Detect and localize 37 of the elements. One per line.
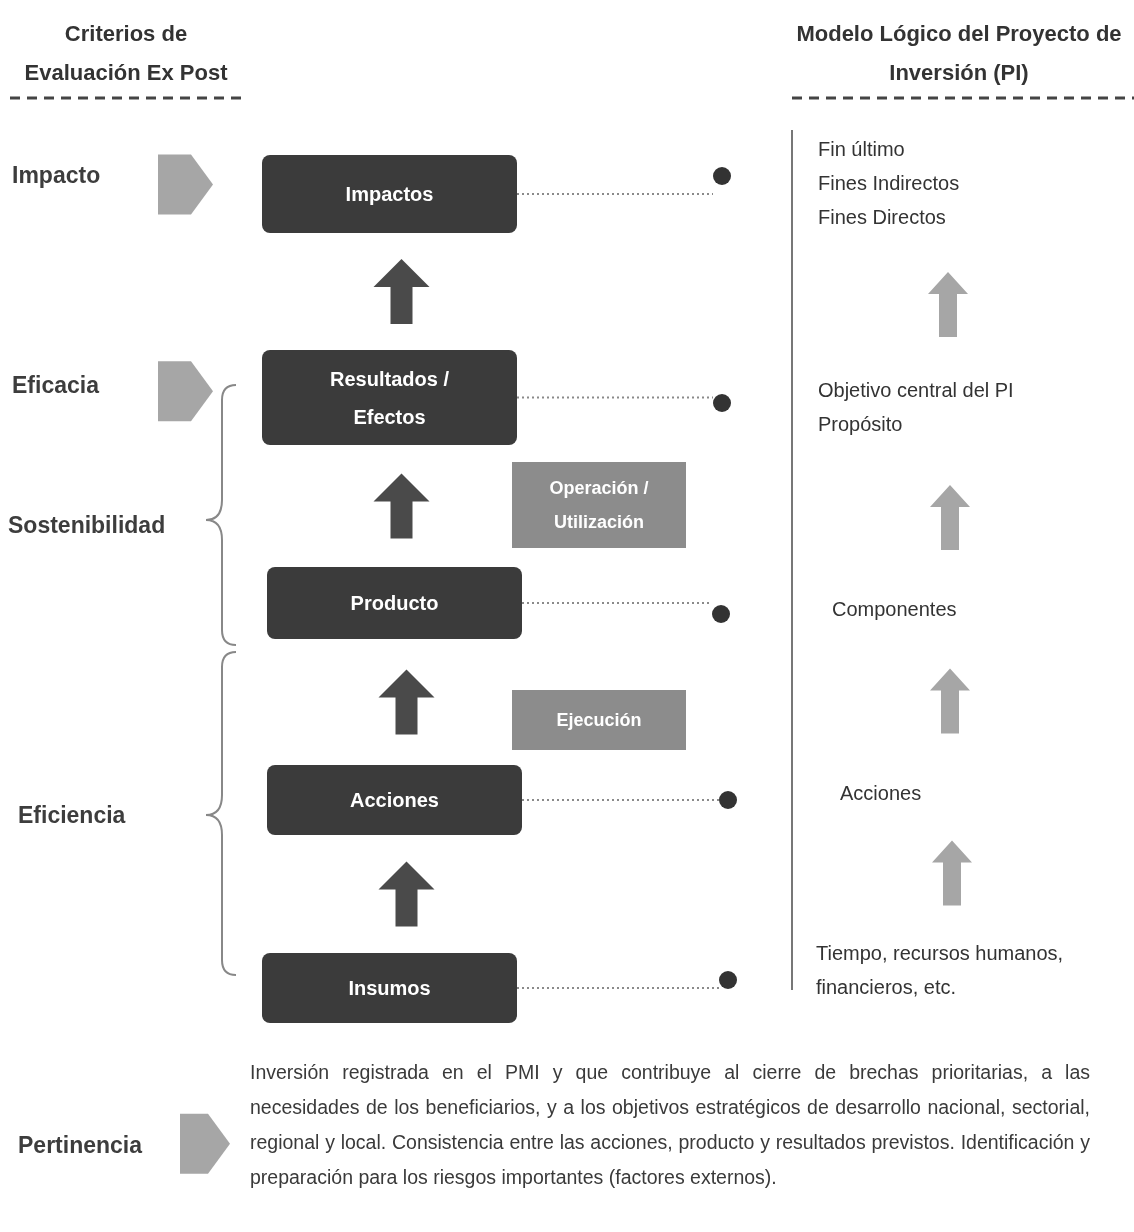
dotted-connector [516, 987, 720, 989]
logic-text: Propósito [818, 412, 904, 437]
arrow [373, 473, 430, 539]
arrow [928, 272, 968, 337]
stage-box: Insumos [262, 953, 517, 1023]
criterion-label: Eficiencia [18, 798, 168, 832]
stage-box: Acciones [267, 765, 522, 835]
arrow [373, 259, 430, 324]
phase-box: Ejecución [512, 690, 686, 750]
criterion-label: Eficacia [12, 368, 138, 402]
logic-text: Componentes [832, 592, 1032, 626]
logic-text: Fin último [818, 137, 906, 162]
arrow [930, 485, 970, 550]
arrow [930, 668, 970, 734]
stage-box: Resultados / Efectos [262, 350, 517, 445]
stage-box: Impactos [262, 155, 517, 233]
logic-text: Acciones [840, 776, 990, 810]
column-heading: Modelo Lógico del Proyecto de Inversión (PI) [795, 20, 1123, 87]
column-heading: Criterios de Evaluación Ex Post [23, 20, 229, 87]
criterion-label: Sostenibilidad [8, 508, 194, 542]
stage-box: Producto [267, 567, 522, 639]
phase-box: Operación / Utilización [512, 462, 686, 548]
arrow [180, 1113, 230, 1174]
logic-text: Objetivo central del PI [818, 378, 1015, 403]
dotted-connector [516, 193, 714, 195]
criterion-description: Inversión registrada en el PMI y que contribuye al cierre de brechas prioritarias, a las necesidades de los beneficiarios, y a los objetivos estratégicos de desarrollo nacional, sectorial, regional y local. Consistencia entre las acciones, producto y resultados previstos. Identificación y preparación para los riesgos importantes (factores externos). [250, 1055, 1090, 1230]
arrow [378, 669, 435, 735]
dotted-connector [521, 799, 720, 801]
logic-text: Tiempo, recursos humanos, financieros, etc. [816, 936, 1116, 1012]
logic-text: Fines Directos [818, 205, 947, 230]
criterion-label: Impacto [12, 158, 138, 192]
arrow [378, 861, 435, 927]
logic-text: Fines Indirectos [818, 171, 961, 196]
criterion-label: Pertinencia [18, 1128, 160, 1162]
arrow [932, 840, 972, 906]
arrow [158, 361, 213, 422]
arrow [158, 154, 213, 215]
